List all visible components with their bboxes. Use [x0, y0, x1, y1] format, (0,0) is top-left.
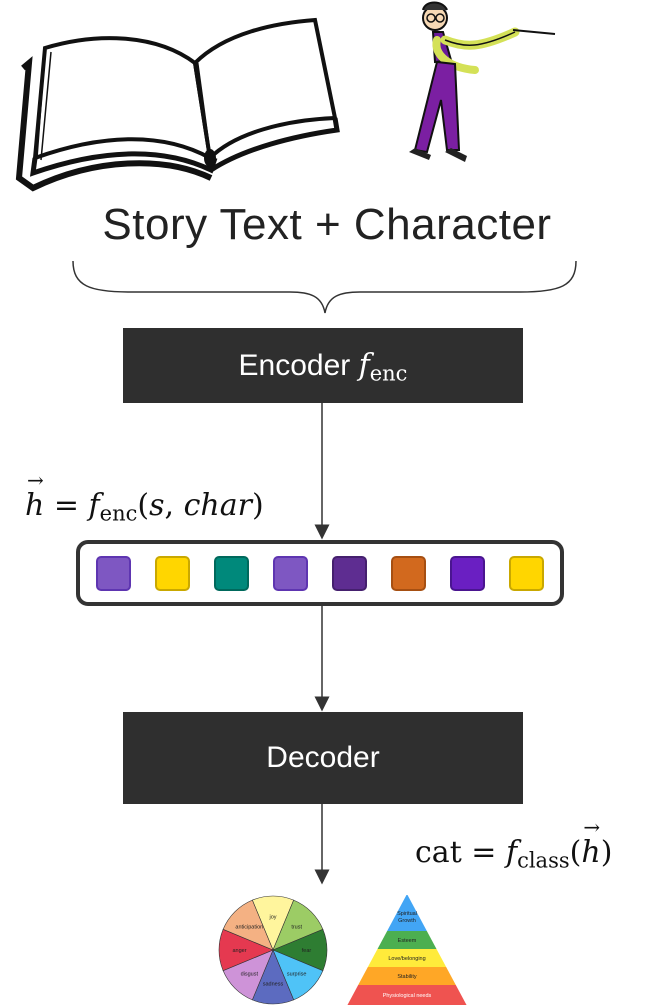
- pyramid-label: Physiological needs: [383, 993, 432, 999]
- hidden-state-equation: →h = fenc(s, char): [25, 468, 264, 526]
- vector-cell: [273, 556, 308, 591]
- decoder-block: Decoder: [123, 712, 523, 804]
- pyramid-level: [367, 949, 447, 967]
- vector-cell: [155, 556, 190, 591]
- wheel-label-anger: anger: [232, 948, 246, 954]
- pyramid-level: [387, 895, 427, 931]
- pyramid-label: Growth: [398, 918, 416, 924]
- classification-equation: cat = fclass(→h): [415, 815, 613, 873]
- wheel-label-trust: trust: [291, 924, 302, 930]
- encoder-block: Encoder fenc: [123, 328, 523, 403]
- wheel-label-surprise: surprise: [287, 972, 307, 978]
- wheel-label-fear: fear: [302, 948, 312, 954]
- vector-cell: [214, 556, 249, 591]
- pyramid-label: Stability: [397, 974, 417, 980]
- wheel-label-joy: joy: [268, 915, 276, 921]
- pyramid-level: [377, 931, 437, 949]
- pyramid-level: [347, 985, 467, 1005]
- maslow-hierarchy-pyramid: SpiritualGrowthEsteemLove/belongingStabi…: [347, 895, 467, 1005]
- input-caption: Story Text + Character: [102, 200, 552, 249]
- wheel-label-disgust: disgust: [241, 972, 259, 978]
- pyramid-level: [358, 967, 456, 985]
- encoder-function-symbol: fenc: [358, 348, 408, 386]
- h-vector-symbol: →h: [25, 468, 45, 523]
- encoder-label: Encoder: [238, 349, 351, 382]
- pyramid-label: Spiritual: [397, 911, 417, 917]
- hidden-vector: [76, 540, 564, 606]
- pyramid-label: Esteem: [398, 938, 417, 944]
- vector-cell: [450, 556, 485, 591]
- curly-brace: [72, 260, 577, 314]
- wheel-label-anticipation: anticipation: [235, 924, 263, 930]
- conductor-illustration: [409, 1, 556, 162]
- wheel-label-sadness: sadness: [263, 981, 284, 987]
- wheel-segment-anticipation: [222, 899, 274, 951]
- decoder-label: Decoder: [266, 741, 380, 774]
- vector-cell: [96, 556, 131, 591]
- book-illustration: [15, 17, 340, 192]
- pyramid-label: Love/belonging: [388, 956, 425, 962]
- vector-cell: [332, 556, 367, 591]
- vector-cell: [509, 556, 544, 591]
- vector-cell: [391, 556, 426, 591]
